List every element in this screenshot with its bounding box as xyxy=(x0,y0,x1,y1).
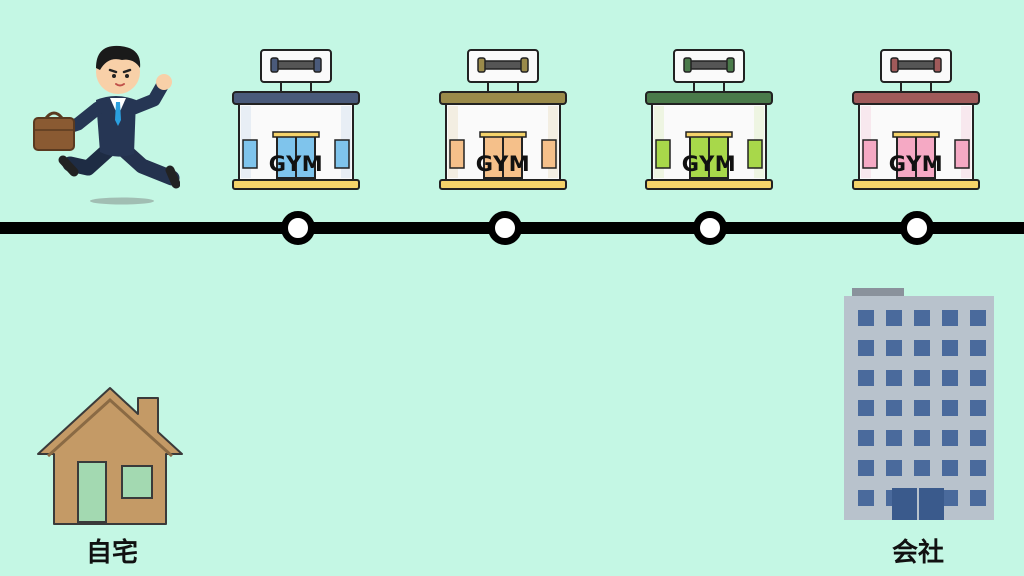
stop-marker-4 xyxy=(900,211,934,245)
gym-label: GYM xyxy=(268,152,324,176)
office-window xyxy=(942,340,958,356)
office-window xyxy=(970,340,986,356)
office-window xyxy=(858,400,874,416)
office-window xyxy=(914,310,930,326)
office-window xyxy=(886,460,902,476)
gym-building-icon xyxy=(439,49,567,190)
office-window xyxy=(942,490,958,506)
office-window xyxy=(914,400,930,416)
gym-building-4: GYM xyxy=(851,48,981,190)
gym-label: GYM xyxy=(888,152,944,176)
office-window xyxy=(914,430,930,446)
office-window xyxy=(970,460,986,476)
office-window xyxy=(914,460,930,476)
office-window xyxy=(942,400,958,416)
stop-marker-2 xyxy=(488,211,522,245)
office-window xyxy=(886,400,902,416)
businessman-running-icon xyxy=(33,45,180,205)
office-window xyxy=(858,430,874,446)
office-label: 会社 xyxy=(891,538,944,568)
gym-building-icon xyxy=(645,49,773,190)
office-building-icon xyxy=(844,288,994,520)
office-window xyxy=(858,310,874,326)
office-window xyxy=(914,370,930,386)
gym-building-1: GYM xyxy=(231,48,361,190)
office-window xyxy=(970,430,986,446)
office-window xyxy=(886,370,902,386)
office-window xyxy=(858,370,874,386)
office-window xyxy=(970,370,986,386)
gym-label: GYM xyxy=(681,152,737,176)
office-window xyxy=(886,310,902,326)
office-window xyxy=(914,340,930,356)
office-window xyxy=(970,310,986,326)
house-icon xyxy=(37,387,183,525)
office-window xyxy=(886,430,902,446)
office-window xyxy=(858,460,874,476)
gym-label: GYM xyxy=(475,152,531,176)
stop-marker-3 xyxy=(693,211,727,245)
office-window xyxy=(886,340,902,356)
gym-building-3: GYM xyxy=(644,48,774,190)
office-window xyxy=(858,490,874,506)
gym-building-2: GYM xyxy=(438,48,568,190)
stop-marker-1 xyxy=(281,211,315,245)
office-window xyxy=(858,340,874,356)
office-window xyxy=(942,310,958,326)
office-window xyxy=(970,490,986,506)
office-window xyxy=(942,460,958,476)
home-label: 自宅 xyxy=(85,538,138,568)
office-window xyxy=(942,430,958,446)
gym-building-icon xyxy=(232,49,360,190)
gym-building-icon xyxy=(852,49,980,190)
office-window xyxy=(942,370,958,386)
office-window xyxy=(970,400,986,416)
